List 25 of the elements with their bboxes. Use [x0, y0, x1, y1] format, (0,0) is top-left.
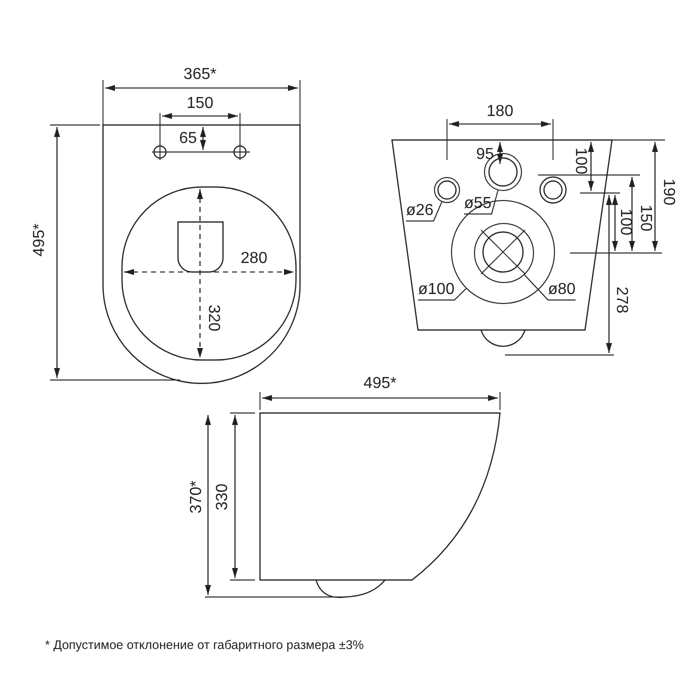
- leader-line: [524, 274, 576, 300]
- dimension-value: 278: [613, 286, 629, 314]
- dimension-value: 95: [476, 147, 494, 163]
- dimension-value: 495*: [364, 376, 396, 392]
- dimension-value: 180: [486, 104, 514, 120]
- leader-line: [464, 190, 498, 214]
- dimension-value: 190: [660, 178, 676, 206]
- leader-line: [418, 288, 466, 300]
- dimension-value: 65: [179, 131, 197, 147]
- diameter-label: ø26: [406, 203, 434, 219]
- dimension-value: 365*: [184, 67, 216, 83]
- dimension-value: 150: [637, 204, 653, 232]
- dimension-value: 100: [572, 148, 588, 174]
- dimension-value: 150: [186, 96, 214, 112]
- dimension-value: 495*: [32, 224, 48, 256]
- hole-circle: [474, 223, 534, 283]
- footnote: * Допустимое отклонение от габаритного размера ±3%: [45, 638, 364, 652]
- diameter-label: ø80: [548, 282, 576, 298]
- dimension-value: 280: [240, 251, 268, 267]
- dimension-value: 320: [205, 304, 221, 332]
- diameter-label: ø100: [418, 282, 454, 298]
- dimension-value: 330: [215, 484, 231, 510]
- dimension-value: 370*: [189, 480, 205, 514]
- diameter-label: ø55: [464, 196, 492, 212]
- leader-line: [406, 201, 442, 222]
